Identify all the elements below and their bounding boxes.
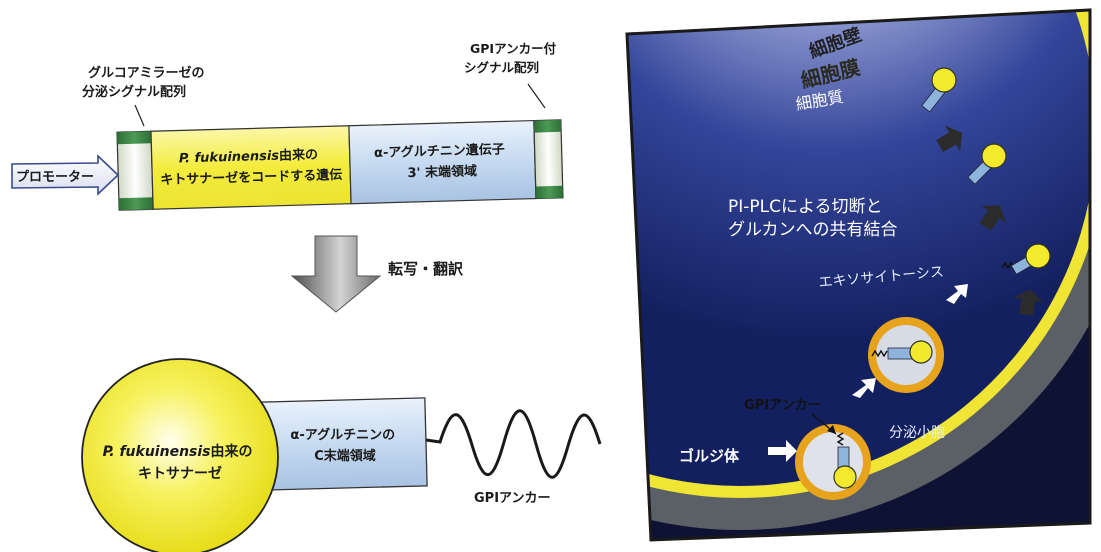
cell-panel: 細胞壁 細胞膜 細胞質 PI-PLCによる切断と グルカンへの共有結合 エキソサ… [625, 8, 1092, 542]
transport-arrows [768, 284, 968, 462]
agglutinin-domain-label: α-アグルチニンの C末端領域 [290, 427, 399, 464]
wall-arrows [936, 125, 1044, 317]
glucoamylase-signal-label: グルコアミラーゼの 分泌シグナル配列 [82, 65, 209, 100]
chitosanase-gene-segment [150, 125, 352, 210]
chitosanase-protein-label: P. fukuinensis由来の キトサナーゼ [103, 443, 258, 482]
gpi-signal-leader-line [527, 83, 546, 109]
transcription-translation-step: 転写・翻訳 [290, 235, 464, 313]
gpi-band-bottom [535, 185, 564, 199]
glucoamylase-leader-line [134, 104, 145, 127]
golgi-arrow [768, 440, 797, 462]
golgi-label: ゴルジ体 [679, 447, 740, 465]
fusion-protein: P. fukuinensis由来の キトサナーゼ α-アグルチニンの C末端領域… [81, 358, 602, 552]
lower-vesicle [795, 424, 871, 500]
agglutinin-gene-label: α-アグルチニン遺伝子 3' 末端領域 [374, 141, 510, 182]
anchored-chitosanase-1 [921, 67, 957, 113]
cleavage-label: PI-PLCによる切断と グルカンへの共有結合 [728, 197, 898, 240]
down-arrow [290, 235, 382, 313]
vesicle-arrow [852, 378, 876, 398]
signal-band-top [116, 131, 152, 145]
signal-band-bottom [118, 197, 154, 211]
exocytosis-arrow [946, 284, 968, 304]
promoter-arrow: プロモーター [11, 154, 120, 196]
gene-construct: グルコアミラーゼの 分泌シグナル配列 GPIアンカー付 シグナル配列 P. fu… [11, 41, 564, 211]
agglutinin-c-terminal-domain [260, 397, 428, 491]
chitosanase-gene-label: P. fukuinensis由来の キトサナーゼをコードする遺伝 [160, 146, 343, 188]
cytoplasm [627, 10, 1090, 486]
chitosanase-sphere [81, 358, 279, 552]
secretory-vesicle-label: 分泌小胞 [889, 425, 945, 441]
gpi-anchor-label: GPIアンカー [474, 491, 551, 506]
gpi-signal-label: GPIアンカー付 シグナル配列 [464, 41, 560, 75]
upper-vesicle [868, 317, 944, 393]
gpi-anchor-wave [425, 409, 602, 479]
panel-frame [625, 8, 1092, 542]
anchored-chitosanase-3 [1001, 243, 1051, 275]
anchored-chitosanase-2 [967, 143, 1007, 185]
agglutinin-gene-segment [348, 119, 537, 205]
transcription-translation-label: 転写・翻訳 [388, 260, 464, 278]
promoter-label: プロモーター [16, 170, 94, 185]
cell-gpi-anchor-label: GPIアンカー [744, 398, 821, 413]
gpi-band-top [533, 119, 562, 133]
